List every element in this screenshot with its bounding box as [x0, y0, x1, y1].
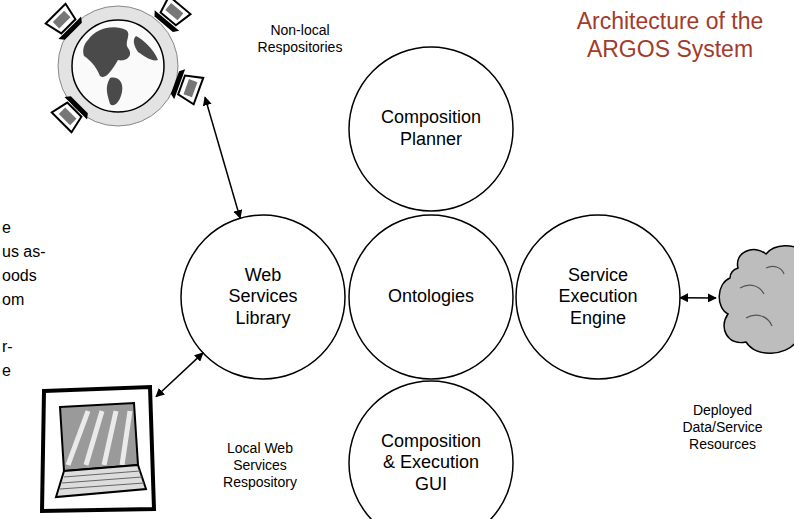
circle-text: Composition Planner [374, 107, 489, 150]
circle-text-area: Ontologies [348, 214, 514, 380]
text-fragment: e [2, 218, 11, 237]
circle-outline [349, 215, 513, 379]
component-circle: Ontologies [348, 214, 514, 380]
circle-text-area: Composition Planner [348, 46, 514, 212]
component-circle: Composition Planner [348, 46, 514, 212]
circle-text-area: Composition & Execution GUI [348, 380, 514, 519]
circle-text: Web Services Library [218, 265, 308, 330]
circle-outline [349, 47, 513, 211]
diagram-title: Architecture of the ARGOS System [556, 8, 784, 63]
text-fragment: oods [2, 266, 37, 285]
text-fragment: us as- [2, 242, 46, 261]
resource-icon: Deployed Data/Service Resources [716, 238, 794, 358]
double-arrow [205, 97, 240, 218]
component-name: Composition & Execution GUI [374, 431, 489, 496]
text-fragment: om [2, 290, 24, 309]
component-name: Service Execution Engine [551, 265, 646, 330]
circle-text: Ontologies [371, 286, 491, 308]
circle-outline [349, 381, 513, 519]
component-circle: Service Execution Engine [515, 214, 681, 380]
resource-label: Local Web Services Respository [215, 440, 305, 490]
resource-icon: Local Web Services Respository [38, 385, 156, 515]
icon-picture [38, 385, 156, 515]
icon-picture [40, 0, 205, 135]
component-name: Ontologies [371, 286, 491, 308]
laptop-illustration [42, 387, 154, 511]
double-arrow [680, 297, 716, 299]
circle-text: Composition & Execution GUI [374, 431, 489, 496]
text-fragment: e [2, 361, 11, 380]
globe-illustration [44, 0, 204, 134]
circle-outline [516, 215, 680, 379]
text-fragment: r- [2, 337, 13, 356]
circle-text-area: Web Services Library [180, 214, 346, 380]
circle-text: Service Execution Engine [551, 265, 646, 330]
circle-text-area: Service Execution Engine [515, 214, 681, 380]
cloud-illustration [719, 246, 794, 354]
icon-picture [716, 238, 794, 358]
component-name: Composition Planner [374, 107, 489, 150]
component-circle: Web Services Library [180, 214, 346, 380]
circle-outline [181, 215, 345, 379]
resource-label: Non-local Respositories [250, 22, 350, 56]
component-circle: Composition & Execution GUI [348, 380, 514, 519]
double-arrow [156, 353, 203, 397]
component-name: Web Services Library [218, 265, 308, 330]
resource-icon: Non-local Respositories [40, 0, 205, 135]
resource-label: Deployed Data/Service Resources [675, 402, 770, 452]
